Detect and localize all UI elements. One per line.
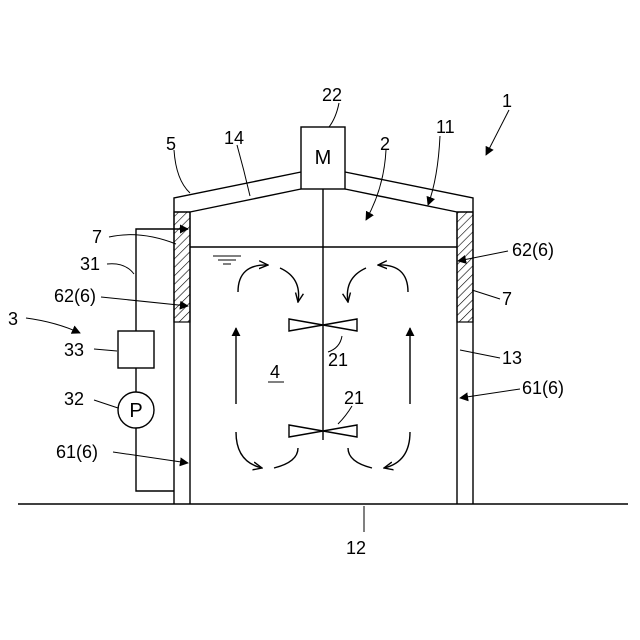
label-32: 32 bbox=[64, 389, 84, 409]
label-62-6-left: 62(6) bbox=[54, 286, 96, 306]
label-13: 13 bbox=[502, 348, 522, 368]
motor-box: M bbox=[301, 127, 345, 189]
label-31: 31 bbox=[80, 254, 100, 274]
label-21-upper: 21 bbox=[328, 350, 348, 370]
label-3: 3 bbox=[8, 309, 18, 329]
unit-33-box bbox=[118, 331, 154, 368]
motor-symbol: M bbox=[315, 147, 332, 169]
label-4: 4 bbox=[270, 362, 280, 382]
label-7-left: 7 bbox=[92, 227, 102, 247]
label-11: 11 bbox=[436, 117, 455, 137]
right-hatched-band bbox=[457, 212, 473, 322]
label-61-6-left: 61(6) bbox=[56, 442, 98, 462]
label-22: 22 bbox=[322, 85, 342, 105]
label-12: 12 bbox=[346, 538, 366, 558]
label-1: 1 bbox=[502, 91, 512, 111]
right-wall bbox=[457, 212, 473, 504]
label-14: 14 bbox=[224, 128, 244, 148]
leader-lines bbox=[26, 103, 520, 532]
left-wall bbox=[174, 212, 190, 504]
label-7-right: 7 bbox=[502, 289, 512, 309]
liquid-level-symbol bbox=[213, 256, 241, 264]
pump-symbol: P bbox=[129, 400, 142, 422]
label-5: 5 bbox=[166, 134, 176, 154]
label-33: 33 bbox=[64, 340, 84, 360]
label-61-6-right: 61(6) bbox=[522, 378, 564, 398]
pump: P bbox=[118, 392, 154, 428]
label-62-6-right: 62(6) bbox=[512, 240, 554, 260]
label-2: 2 bbox=[380, 134, 390, 154]
label-21-lower: 21 bbox=[344, 388, 364, 408]
